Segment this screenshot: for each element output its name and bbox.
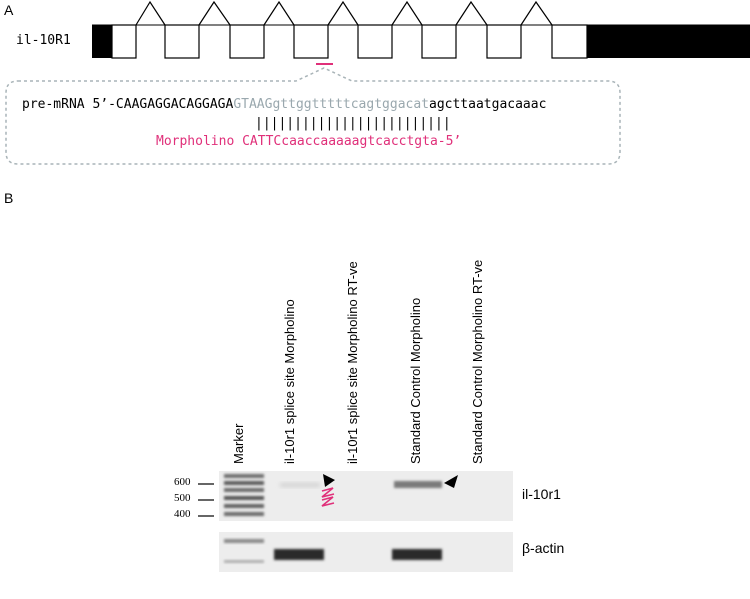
gel-il10r1	[219, 471, 513, 521]
band-control-mo	[394, 481, 442, 488]
marker-size-600: 600	[174, 476, 191, 488]
misspliced-mark-lower	[321, 496, 335, 507]
exon-2	[164, 24, 200, 59]
gel-label-beta-actin: β-actin	[522, 540, 565, 556]
downstream-sequence: agcttaatgacaaac	[429, 97, 547, 112]
sequence-callout-box	[5, 67, 621, 165]
intron-2	[198, 0, 231, 26]
marker-size-500: 500	[174, 492, 191, 504]
gel-label-il10r1: il-10r1	[522, 486, 561, 502]
utr-3prime	[587, 25, 750, 58]
exon-sequence: CAAGAGGACAGGAGA	[115, 97, 234, 112]
band-actin-splice-mo	[274, 549, 324, 560]
band-actin-control-mo	[392, 549, 442, 560]
marker-size-400: 400	[174, 508, 191, 520]
utr-5prime	[92, 25, 112, 58]
intron-target-sequence: GTAAGgttggtttttcagtggacat	[233, 97, 429, 112]
gene-name-label: il-10R1	[16, 33, 71, 48]
marker-ladder-bottom	[224, 539, 264, 543]
exon-3	[229, 24, 265, 59]
intron-5	[391, 0, 423, 26]
arrowhead-splice-band	[323, 474, 335, 487]
morpholino-seq: CATTCcaaccaaaaagtcacctgta-5’	[242, 134, 462, 149]
intron-3	[263, 0, 295, 26]
panel-b-label: B	[4, 190, 14, 206]
base-pairing-lines: |||||||||||||||||||||||||	[255, 116, 451, 131]
marker-ladder-bottom-faint	[224, 560, 264, 563]
morpholino-label: Morpholino	[156, 134, 235, 149]
gene-structure-diagram	[5, 0, 750, 165]
pre-mrna-prefix: pre-mRNA 5’-	[22, 97, 116, 112]
exon-5	[357, 24, 393, 59]
exon-7	[486, 24, 522, 59]
gel-beta-actin	[219, 532, 513, 572]
intron-6	[455, 0, 488, 26]
panel-a-label: A	[4, 2, 14, 18]
misspliced-mark-upper	[321, 487, 335, 498]
exon-4	[293, 24, 329, 59]
intron-1	[135, 0, 166, 26]
intron-4	[327, 0, 359, 26]
marker-ladder-top	[224, 474, 264, 516]
exon-6	[421, 24, 457, 59]
pre-mrna-sequence: pre-mRNA 5’-CAAGAGGACAGGAGAGTAAGgttggttt…	[22, 97, 546, 112]
band-splice-mo-faint	[280, 483, 320, 487]
exon-8	[551, 24, 588, 59]
morpholino-sequence: Morpholino CATTCcaaccaaaaagtcacctgta-5’	[156, 134, 461, 149]
intron-7	[520, 0, 553, 26]
exon-1	[111, 24, 137, 59]
arrowhead-control-band	[444, 475, 458, 488]
